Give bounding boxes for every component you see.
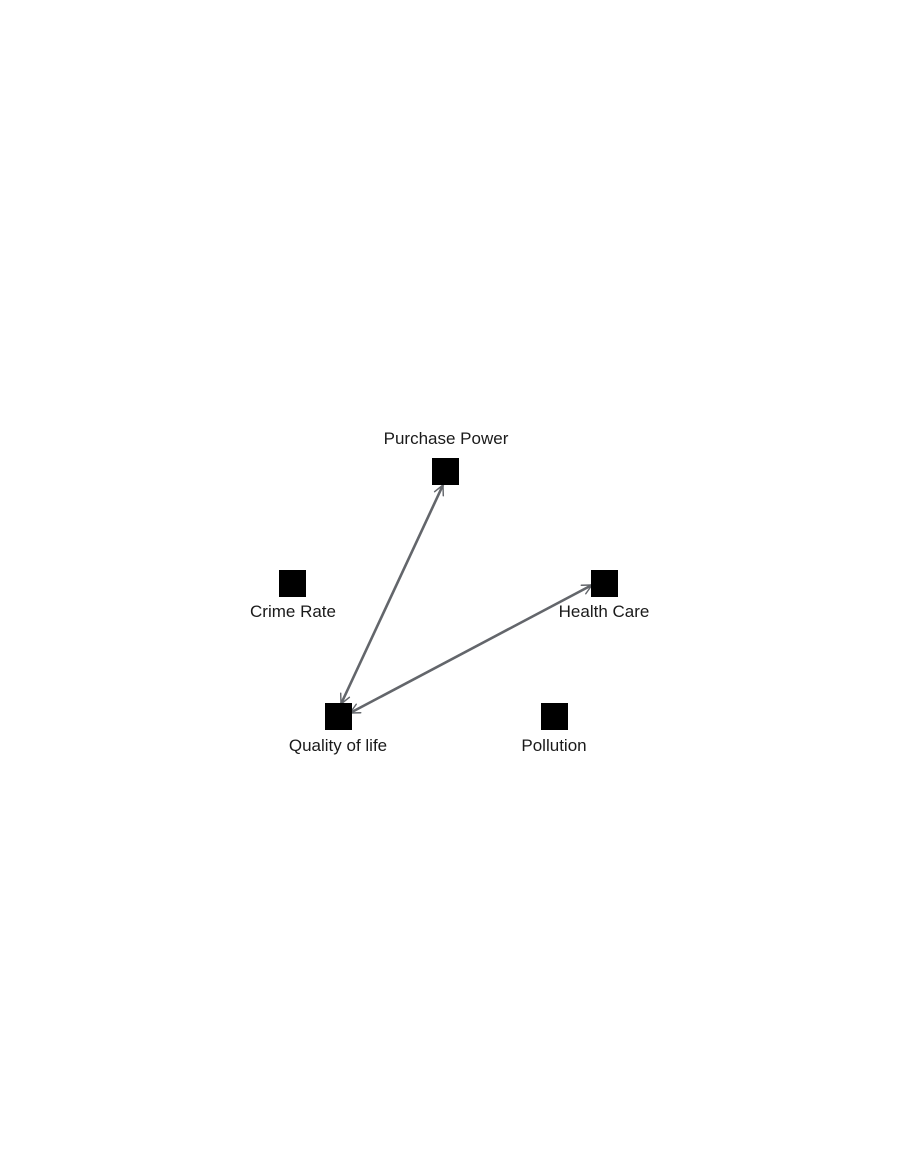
node-purchase-power-label: Purchase Power <box>384 429 509 448</box>
node-purchase-power[interactable]: Purchase Power <box>384 429 509 485</box>
edges-layer <box>339 484 593 715</box>
node-health-care[interactable]: Health Care <box>559 570 650 621</box>
node-purchase-power-box[interactable] <box>432 458 459 485</box>
node-pollution-label: Pollution <box>521 736 586 755</box>
edge-quality-of-life-health-care[interactable] <box>349 583 593 715</box>
node-quality-of-life-box[interactable] <box>325 703 352 730</box>
node-crime-rate-label: Crime Rate <box>250 602 336 621</box>
node-crime-rate[interactable]: Crime Rate <box>250 570 336 621</box>
node-quality-of-life-label: Quality of life <box>289 736 387 755</box>
node-crime-rate-box[interactable] <box>279 570 306 597</box>
node-pollution-box[interactable] <box>541 703 568 730</box>
node-quality-of-life[interactable]: Quality of life <box>289 703 387 755</box>
node-health-care-label: Health Care <box>559 602 650 621</box>
node-health-care-box[interactable] <box>591 570 618 597</box>
node-pollution[interactable]: Pollution <box>521 703 587 755</box>
